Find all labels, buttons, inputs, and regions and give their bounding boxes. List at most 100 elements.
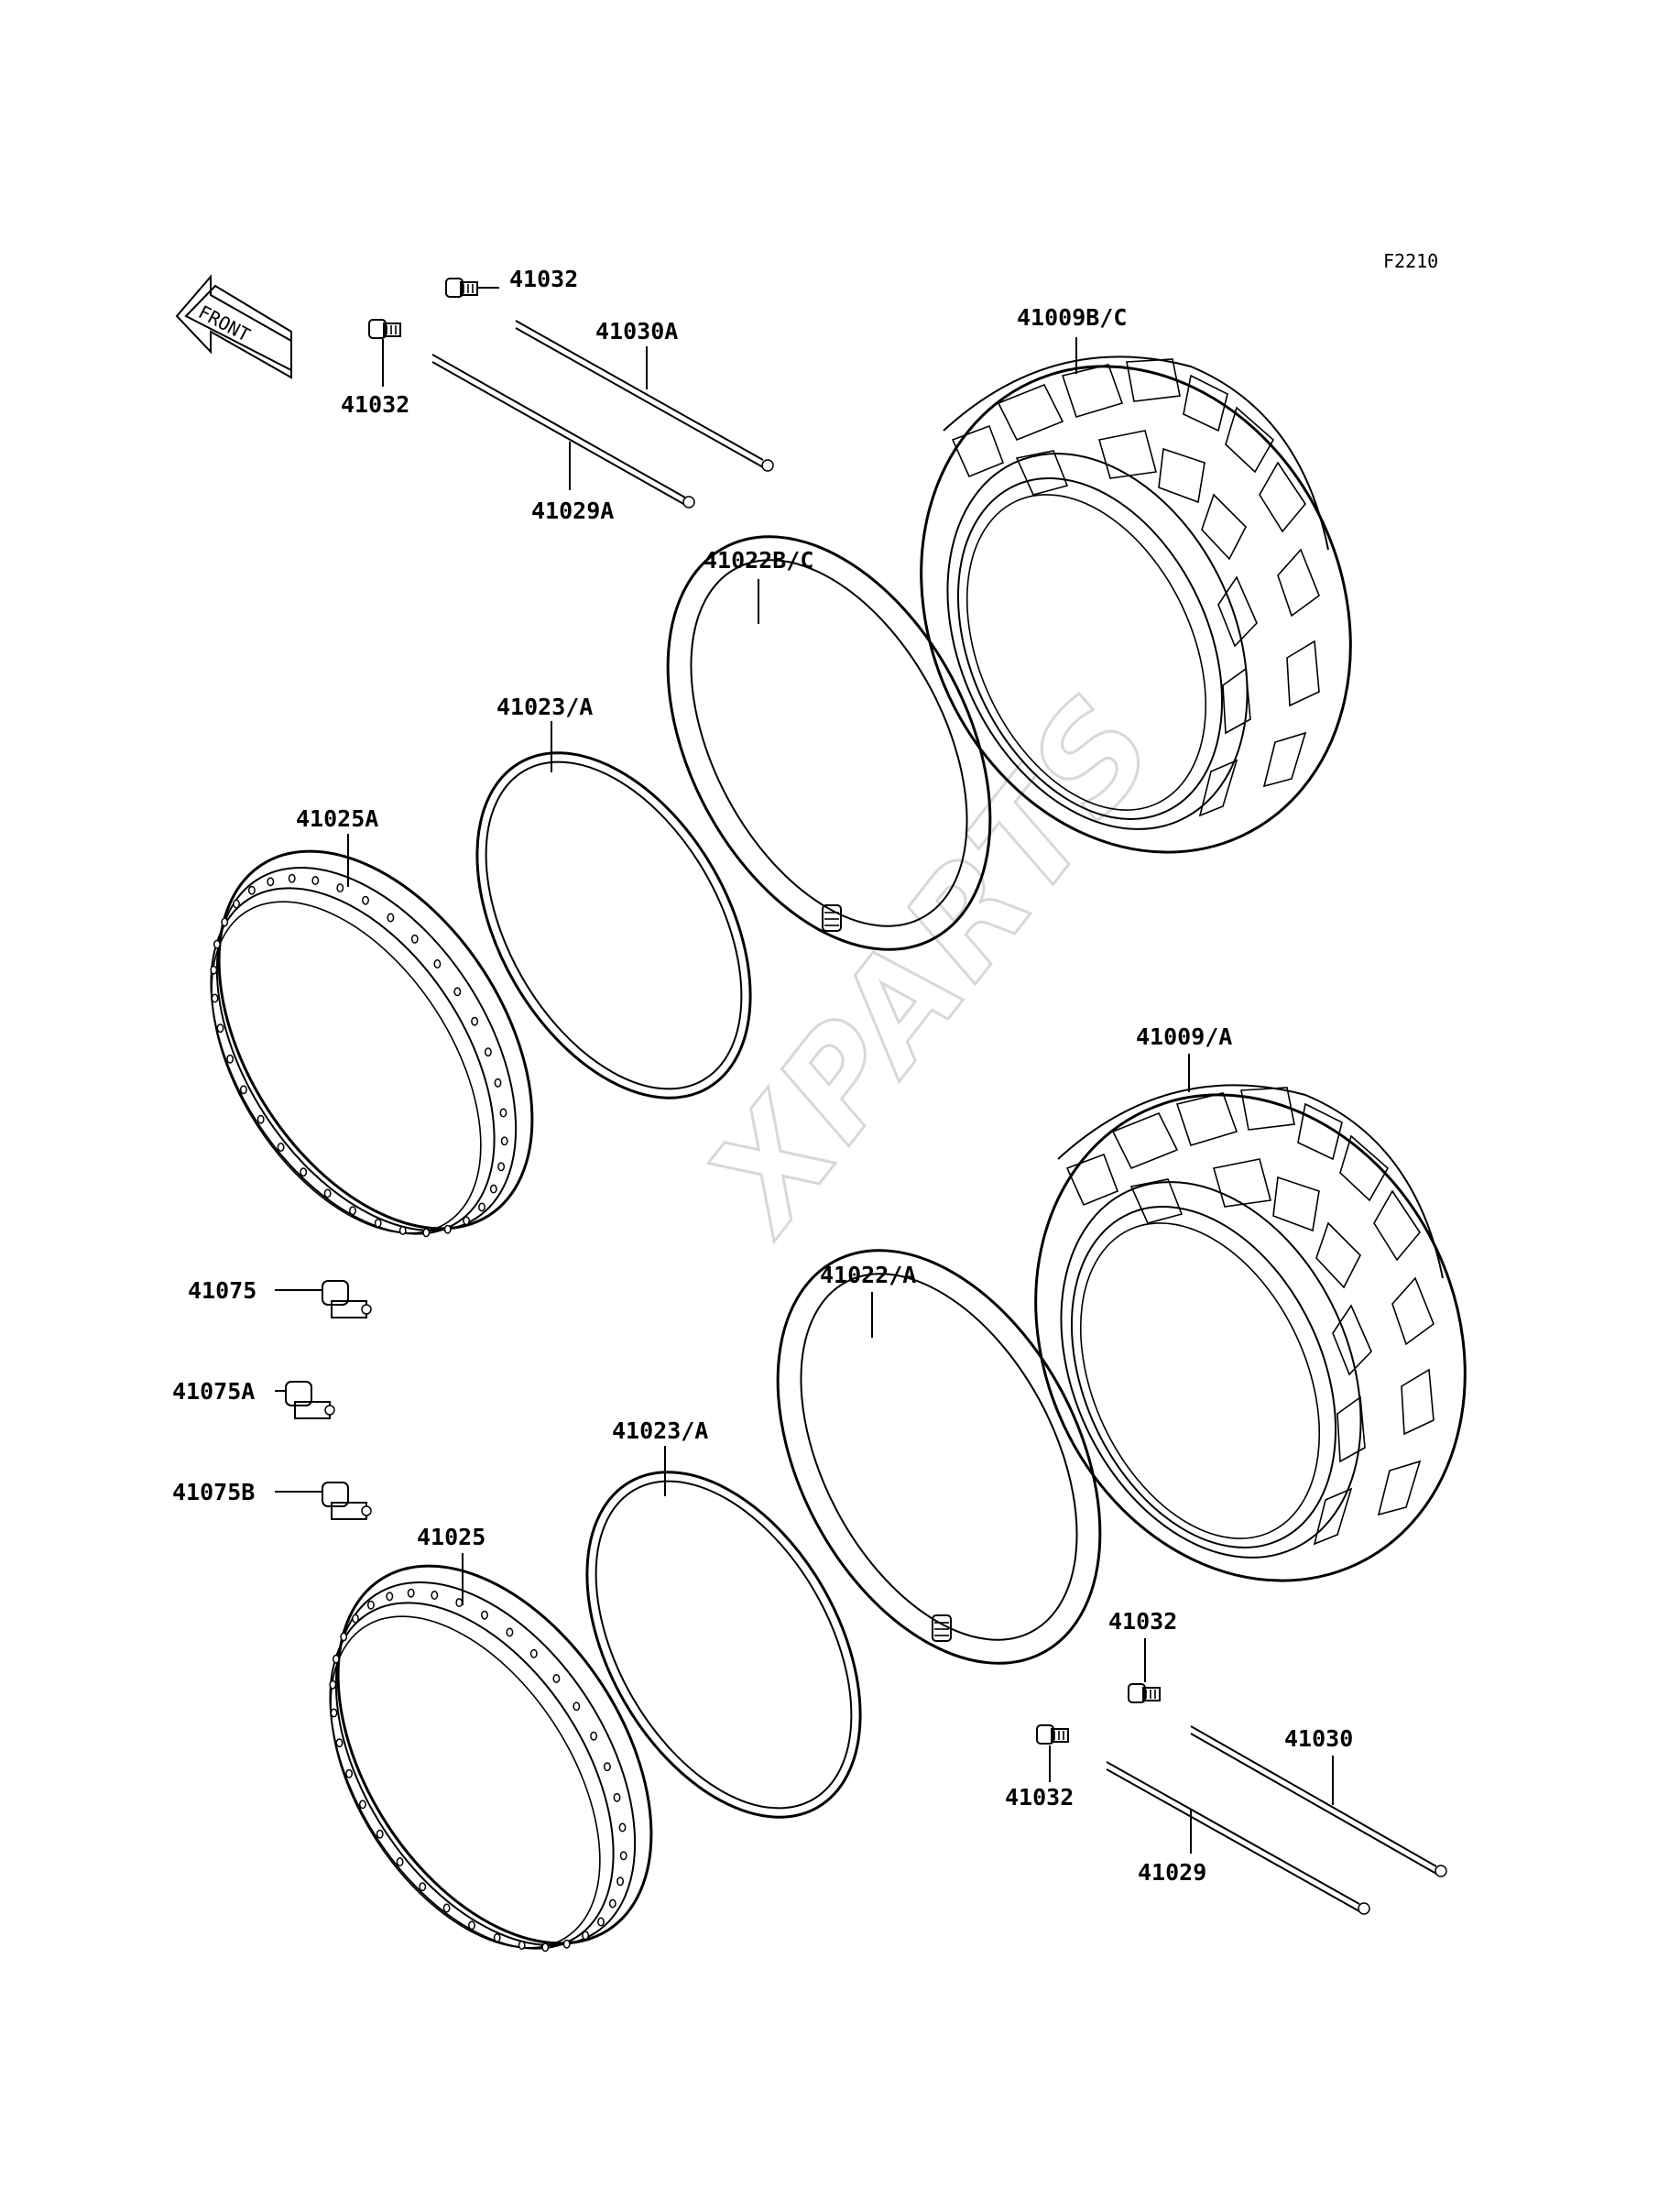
spoke-hole (468, 1920, 475, 1931)
spoke-hole (493, 1932, 501, 1942)
spoke-icon (1190, 1725, 1447, 1877)
callout-41023-A-lower: 41023/A (612, 1417, 708, 1444)
spoke-hole (608, 1898, 616, 1909)
spoke-hole (247, 885, 256, 895)
spoke-hole (552, 1674, 561, 1683)
spoke-hole (300, 1167, 308, 1177)
valve-icon (322, 1482, 372, 1520)
callout-41025A: 41025A (296, 805, 378, 832)
spoke-hole (267, 877, 275, 887)
spoke-hole (213, 939, 221, 949)
spoke-hole (216, 1023, 224, 1034)
spoke-hole (484, 1047, 492, 1057)
spoke-hole (349, 1206, 356, 1216)
spoke-hole (463, 1216, 471, 1226)
callout-41023-A-upper: 41023/A (496, 694, 593, 720)
spoke-hole (211, 993, 219, 1003)
spoke-hole (582, 1931, 590, 1941)
spoke-hole (332, 1654, 340, 1664)
spoke-hole (597, 1917, 605, 1927)
spoke-hole (433, 959, 442, 968)
spoke-hole (396, 1857, 404, 1866)
spoke-hole (422, 1228, 431, 1238)
valve-stem-icon (822, 904, 842, 932)
rim-icon (329, 1564, 653, 1953)
spoke-hole (352, 1614, 359, 1624)
spoke-hole (329, 1679, 337, 1690)
tube-icon (666, 535, 992, 951)
spoke-hole (478, 1202, 485, 1212)
callout-41030A: 41030A (595, 318, 678, 345)
spoke-hole (336, 883, 344, 893)
watermark-text: XPARTS (674, 665, 1190, 1263)
spoke-hole (239, 1085, 247, 1095)
spoke-hole (506, 1627, 514, 1637)
callout-41029A: 41029A (531, 498, 614, 524)
watermark: XPARTS (673, 663, 1192, 1264)
spoke-hole (323, 1188, 332, 1198)
spoke-hole (335, 1738, 344, 1748)
spoke-hole (256, 1114, 265, 1124)
spoke-hole (407, 1588, 415, 1598)
callout-41030: 41030 (1284, 1725, 1353, 1752)
spoke-hole (497, 1162, 506, 1172)
spoke-hole (499, 1108, 507, 1118)
spoke-icon (1106, 1761, 1370, 1915)
rim-band-icon (585, 1471, 862, 1819)
spoke-icon (515, 320, 774, 472)
spoke-hole (345, 1768, 354, 1778)
spoke-hole (590, 1731, 598, 1741)
callout-41075: 41075 (188, 1277, 256, 1304)
spoke-hole (481, 1610, 488, 1620)
spoke-hole (277, 1143, 285, 1152)
spoke-icon (431, 354, 695, 509)
spoke-hole (340, 1632, 348, 1642)
spoke-hole (419, 1882, 427, 1892)
tube-icon (776, 1249, 1102, 1665)
nipple-icon (445, 278, 478, 298)
callout-41029: 41029 (1138, 1859, 1206, 1886)
spoke-hole (221, 917, 229, 927)
front-arrow-icon: FRONT (175, 274, 292, 379)
spoke-hole (374, 1218, 382, 1228)
tire-icon (920, 356, 1352, 854)
callout-41022-A: 41022/A (820, 1262, 916, 1288)
rim-icon (210, 849, 534, 1238)
spoke-hole (500, 1136, 508, 1146)
spoke-hole (518, 1941, 526, 1950)
callout-41022B-C: 41022B/C (704, 547, 813, 574)
spoke-hole (489, 1184, 497, 1194)
callout-41075B: 41075B (172, 1479, 255, 1505)
callout-41025: 41025 (417, 1524, 485, 1550)
callout-41075A: 41075A (172, 1378, 255, 1405)
callout-41032-upper-left: 41032 (341, 391, 409, 418)
spoke-hole (387, 913, 395, 923)
spoke-hole (562, 1939, 571, 1949)
nipple-icon (1128, 1683, 1161, 1703)
spoke-hole (618, 1822, 627, 1832)
figure-code: F2210 (1383, 250, 1438, 272)
spoke-hole (330, 1708, 338, 1718)
spoke-hole (233, 899, 240, 909)
valve-icon (322, 1280, 372, 1318)
rim-band-icon (475, 751, 752, 1100)
spoke-hole (573, 1701, 581, 1712)
spoke-hole (210, 965, 218, 975)
spoke-hole (453, 987, 462, 997)
spoke-hole (529, 1648, 538, 1658)
callout-41032-lower-top: 41032 (1108, 1608, 1177, 1635)
callout-41009B-C: 41009B/C (1017, 304, 1127, 331)
spoke-hole (616, 1876, 625, 1887)
callout-41009-A: 41009/A (1136, 1023, 1232, 1050)
nipple-icon (368, 319, 401, 339)
spoke-hole (494, 1078, 502, 1088)
spoke-hole (311, 876, 320, 885)
spoke-hole (226, 1054, 235, 1064)
spoke-hole (619, 1851, 627, 1861)
valve-icon (285, 1381, 335, 1419)
spoke-hole (431, 1591, 439, 1600)
callout-41032-lower-bottom: 41032 (1005, 1784, 1074, 1811)
spoke-hole (386, 1592, 394, 1602)
spoke-hole (603, 1762, 611, 1772)
